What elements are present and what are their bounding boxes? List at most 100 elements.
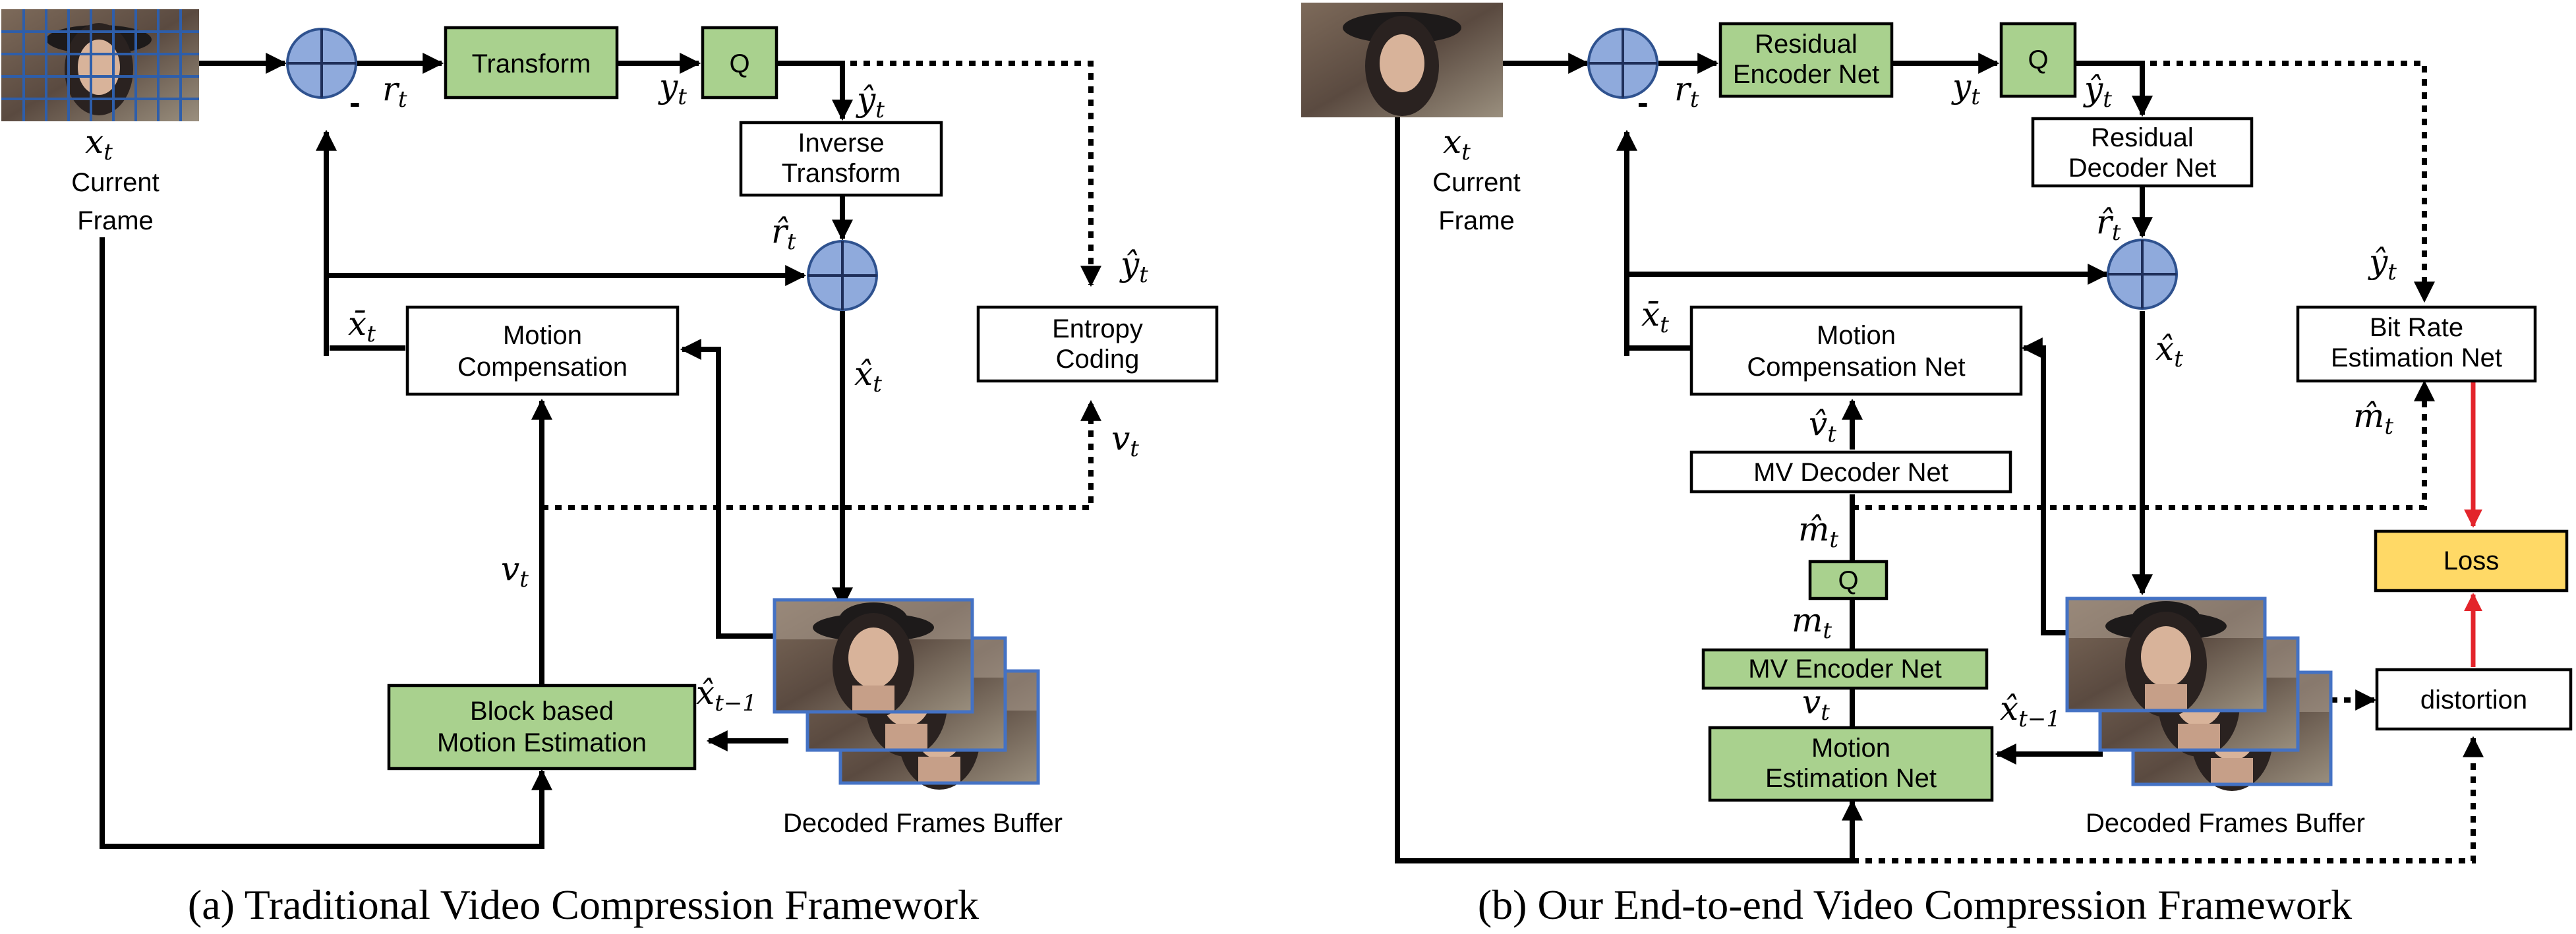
- symbol-v-t-entropy-left: vt: [1111, 419, 1139, 462]
- motion-compensation-line2: Compensation: [457, 353, 628, 382]
- transform-box: [444, 26, 619, 100]
- symbol-m-hat-right: m̂t: [1798, 510, 1838, 553]
- loss-label: Loss: [2444, 546, 2500, 575]
- quantize-box-left: [701, 26, 778, 100]
- symbol-r-hat-left: r̂t: [771, 212, 796, 255]
- transform-label: Transform: [472, 49, 591, 78]
- quantize-box-right: [1999, 22, 2077, 98]
- symbol-x-hat-left: x̂t: [854, 355, 882, 397]
- arrow-q-to-resdec: [2076, 61, 2153, 117]
- symbol-m-hat-bitrate: m̂t: [2353, 397, 2393, 440]
- arrow-frame-to-me: [100, 237, 552, 849]
- quantize-label-right: Q: [2028, 45, 2048, 74]
- dotted-frame-to-distortion: [1852, 736, 2484, 863]
- inverse-transform-box: [739, 121, 943, 197]
- mv-decoder-box: [1689, 450, 2012, 494]
- sum-node-reconstruct-right: [2107, 239, 2178, 310]
- symbol-y-t-right: yt: [1951, 67, 1980, 110]
- residual-decoder-line1: Residual: [2091, 123, 2194, 152]
- current-frame-label-line2: Frame: [77, 206, 154, 235]
- bit-rate-estimation-line2: Estimation Net: [2331, 343, 2502, 372]
- residual-decoder-box: [2031, 117, 2254, 188]
- symbol-v-t-left: vt: [501, 550, 529, 593]
- decoded-frames-buffer-right: [2065, 597, 2333, 791]
- current-frame-image-right: [1301, 3, 1503, 117]
- symbol-y-hat-left: ŷt: [856, 80, 885, 123]
- symbol-y-hat-right: ŷt: [2083, 70, 2112, 113]
- entropy-coding-line2: Coding: [1056, 345, 1140, 374]
- bit-rate-estimation-line1: Bit Rate: [2370, 313, 2463, 342]
- symbol-m-t-right: mt: [1792, 601, 1832, 644]
- inverse-transform-line2: Transform: [782, 159, 901, 188]
- left-diagram: xt Current Frame - Transform: [1, 9, 1219, 928]
- symbol-y-hat-bitrate: ŷt: [2368, 243, 2397, 285]
- entropy-coding-line1: Entropy: [1052, 314, 1143, 343]
- motion-estimation-net-line1: Motion: [1811, 734, 1890, 763]
- quantize-label-left: Q: [729, 49, 749, 78]
- current-frame-image-left: [1, 9, 199, 121]
- motion-compensation-net-line2: Compensation Net: [1747, 353, 1965, 382]
- distortion-label: distortion: [2420, 686, 2527, 715]
- caption-left: (a) Traditional Video Compression Framew…: [188, 881, 979, 928]
- motion-compensation-net-box: [1689, 305, 2023, 396]
- arrow-buffer-to-mc: [680, 339, 775, 639]
- current-frame-label-right-line1: Current: [1432, 168, 1520, 197]
- symbol-r-hat-right: r̂t: [2096, 203, 2121, 246]
- symbol-v-hat-right: v̂t: [1809, 405, 1836, 448]
- sum-node-reconstruct: [807, 240, 878, 311]
- mv-encoder-box: [1701, 648, 1989, 690]
- residual-encoder-box: [1718, 22, 1894, 98]
- decoded-frames-buffer-left: [773, 598, 1040, 790]
- minus-sign-right: -: [1637, 84, 1649, 121]
- block-grid-overlay: [1, 9, 199, 121]
- block-me-line1: Block based: [470, 697, 614, 726]
- dotted-y-to-entropy: [850, 61, 1101, 287]
- symbol-r-t-right: rt: [1674, 70, 1699, 113]
- current-frame-label-line1: Current: [71, 168, 159, 197]
- arrow-q-to-inverse: [778, 61, 853, 121]
- symbol-y-hat-entropy-left: ŷt: [1119, 245, 1148, 288]
- mv-encoder-label: MV Encoder Net: [1748, 655, 1941, 684]
- symbol-x-hat-prev-right: x̂t−1: [2000, 689, 2061, 732]
- residual-decoder-line2: Decoder Net: [2068, 154, 2217, 183]
- motion-compensation-net-line1: Motion: [1817, 321, 1896, 350]
- quantize-mv-box: [1808, 560, 1888, 600]
- motion-estimation-net-box: [1708, 726, 1994, 802]
- arrow-buffer-to-mcnet: [2021, 337, 2076, 635]
- symbol-x-t-right: xt: [1443, 123, 1471, 165]
- motion-compensation-box: [405, 305, 680, 396]
- residual-encoder-line2: Encoder Net: [1733, 60, 1879, 89]
- symbol-x-t-left: xt: [85, 123, 113, 165]
- loss-box: [2374, 529, 2569, 593]
- mv-decoder-label: MV Decoder Net: [1753, 458, 1948, 487]
- block-me-line2: Motion Estimation: [437, 728, 647, 757]
- current-frame-label-right-line2: Frame: [1438, 206, 1515, 235]
- motion-compensation-line1: Motion: [503, 321, 582, 350]
- arrow-frame-to-menet: [1395, 117, 1863, 863]
- residual-encoder-line1: Residual: [1755, 30, 1858, 59]
- inverse-transform-line1: Inverse: [798, 129, 884, 158]
- minus-sign-left: -: [349, 84, 361, 121]
- symbol-y-t-left: yt: [658, 67, 687, 110]
- symbol-x-hat-prev-left: x̂t−1: [696, 674, 757, 716]
- sum-node-residual: [286, 28, 357, 99]
- symbol-x-bar-right: x̄t: [1641, 295, 1669, 338]
- caption-right: (b) Our End-to-end Video Compression Fra…: [1478, 881, 2352, 928]
- block-me-box: [387, 684, 697, 771]
- symbol-v-t-right: vt: [1802, 683, 1830, 726]
- motion-estimation-net-line2: Estimation Net: [1765, 764, 1937, 793]
- sum-node-residual-right: [1587, 28, 1658, 99]
- quantize-mv-label: Q: [1838, 566, 1858, 595]
- entropy-coding-box: [976, 305, 1219, 383]
- bit-rate-estimation-box: [2296, 305, 2537, 383]
- right-diagram: xt Current Frame -: [1301, 3, 2573, 928]
- symbol-r-t-left: rt: [382, 70, 407, 113]
- buffer-label-right: Decoded Frames Buffer: [2086, 809, 2365, 838]
- dotted-m-to-bitrate: [1852, 380, 2435, 510]
- dotted-v-to-entropy: [542, 399, 1101, 510]
- symbol-x-hat-right: x̂t: [2155, 330, 2183, 372]
- distortion-box: [2375, 668, 2573, 731]
- buffer-label-left: Decoded Frames Buffer: [783, 809, 1063, 838]
- symbol-x-bar-left: x̄t: [348, 305, 376, 347]
